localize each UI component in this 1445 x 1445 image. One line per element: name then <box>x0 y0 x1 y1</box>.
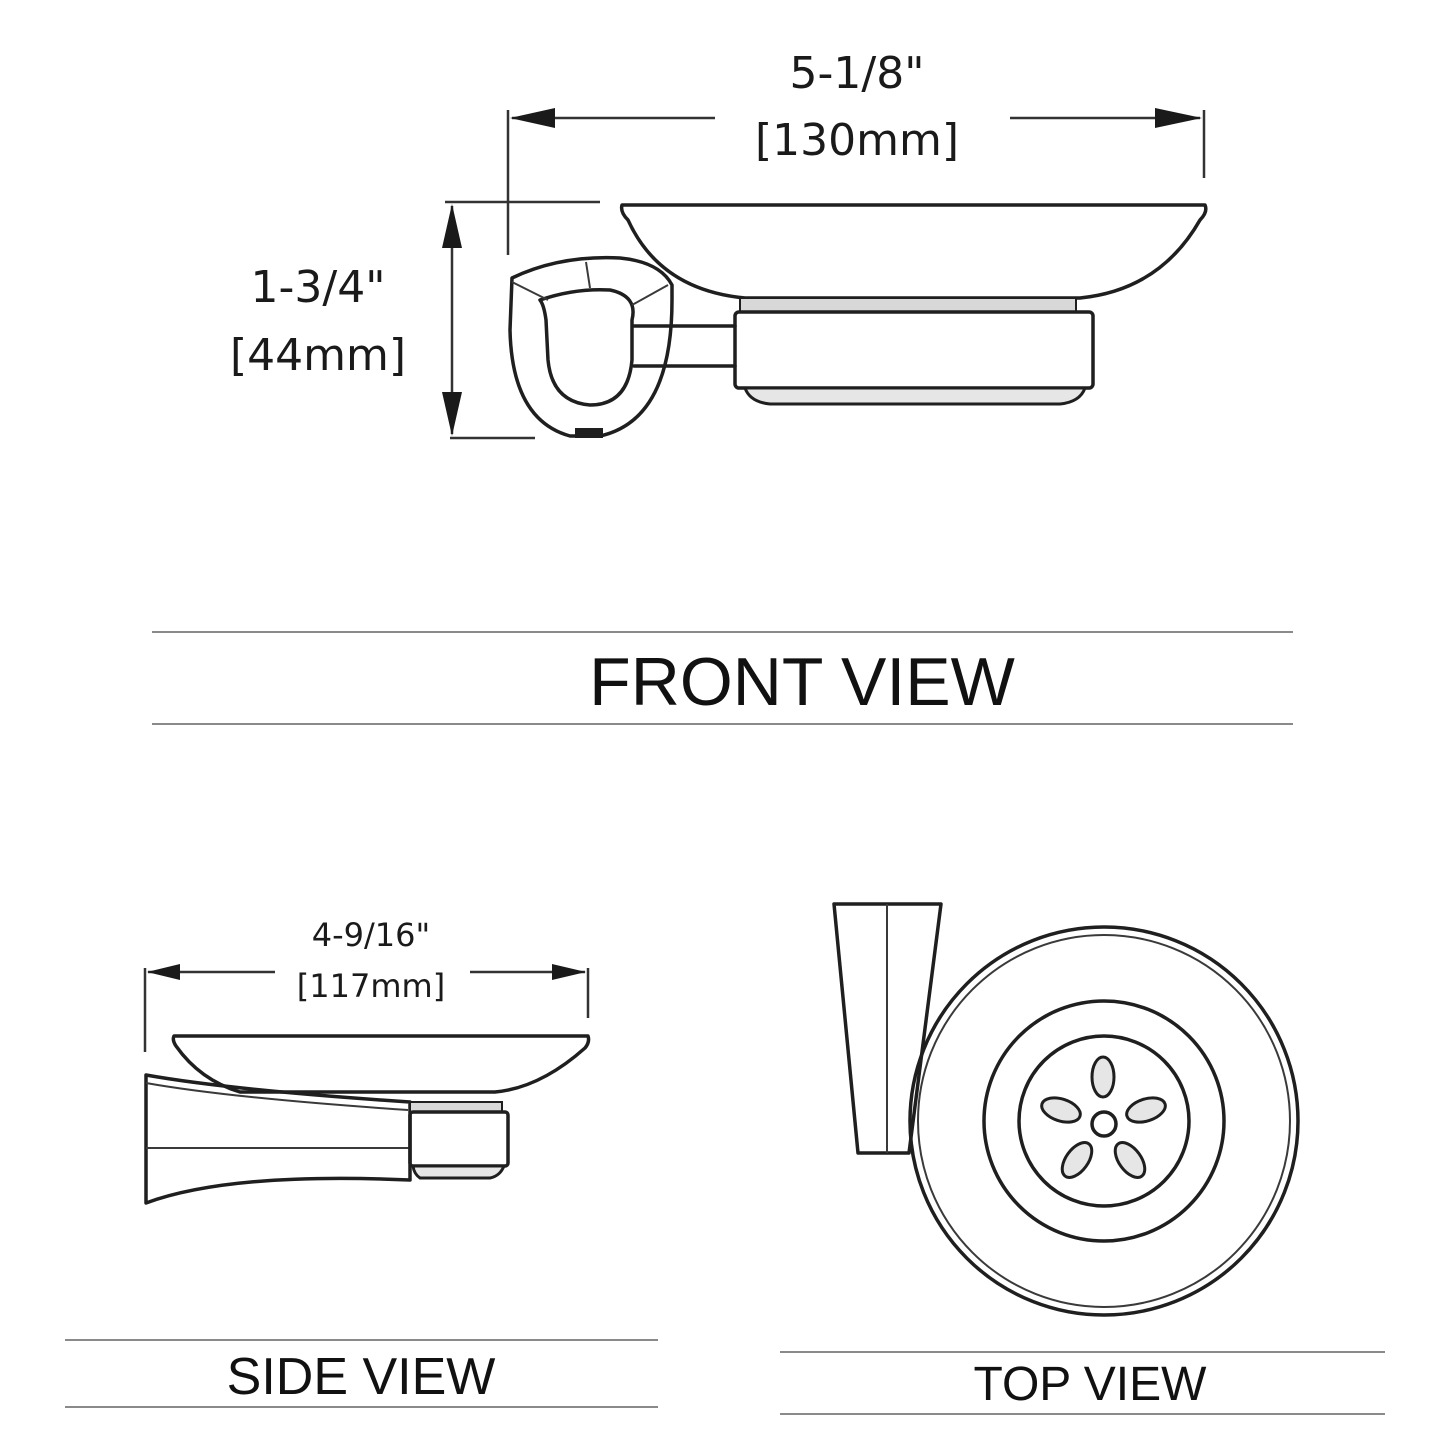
side-bracket-highlight <box>145 1082 409 1111</box>
front-width-arrow-right <box>1155 108 1202 128</box>
bracket-facet-2 <box>585 261 591 289</box>
front-width-mm: [130mm] <box>755 115 959 166</box>
top-drain-slots <box>1040 1055 1167 1179</box>
drain-slot-bottom-right <box>1113 1141 1147 1179</box>
front-view-label: FRONT VIEW <box>589 644 1015 720</box>
front-width-dimension: 5-1/8" [130mm] <box>506 48 1206 255</box>
drain-slot-left <box>1040 1096 1082 1124</box>
bracket-facet-3 <box>631 284 669 306</box>
top-dish-inner-rim <box>917 934 1291 1308</box>
side-holder-bottom-plate <box>411 1164 507 1180</box>
side-wall-bracket <box>144 1073 412 1205</box>
bracket-facet-1 <box>511 281 549 301</box>
front-height-mm: [44mm] <box>230 330 406 381</box>
front-view-label-block: FRONT VIEW <box>152 631 1293 725</box>
drain-slot-bottom-left <box>1060 1141 1094 1179</box>
side-width-inches: 4-9/16" <box>312 916 430 954</box>
holder-top-band <box>739 297 1077 313</box>
top-drain-center-hole <box>1090 1110 1118 1138</box>
top-view-label-block: TOP VIEW <box>780 1351 1385 1415</box>
front-width-arrow-left <box>510 108 555 128</box>
bracket-outer <box>508 255 674 438</box>
holder-bottom-plate <box>742 386 1088 406</box>
front-dish-bowl <box>619 203 1208 300</box>
drain-slot-top <box>1090 1055 1116 1099</box>
side-width-mm: [117mm] <box>297 967 445 1005</box>
top-wall-bracket <box>832 902 943 1155</box>
front-width-inches: 5-1/8" <box>790 48 925 99</box>
side-width-arrow-left <box>147 964 180 980</box>
front-height-dimension: 1-3/4" [44mm] <box>230 200 600 440</box>
front-height-inches: 1-3/4" <box>251 262 386 313</box>
side-view-label-block: SIDE VIEW <box>65 1339 658 1408</box>
front-height-arrow-bottom <box>442 392 462 436</box>
side-view-label: SIDE VIEW <box>227 1348 496 1406</box>
front-view-drawing: 5-1/8" [130mm] 1-3/4" [44mm] <box>230 48 1208 440</box>
top-view-drawing <box>832 902 1300 1317</box>
holder-body <box>733 310 1095 390</box>
front-holder-base <box>733 297 1095 406</box>
bracket-inner <box>538 287 635 407</box>
drain-slot-right <box>1125 1096 1167 1124</box>
front-arm <box>632 324 737 368</box>
side-bracket-outline <box>144 1073 412 1205</box>
front-height-arrow-top <box>442 204 462 248</box>
top-dish-outer-rim <box>908 925 1300 1317</box>
top-view-label: TOP VIEW <box>974 1358 1208 1411</box>
front-wall-bracket <box>508 255 674 438</box>
side-width-arrow-right <box>552 964 586 980</box>
side-holder-body <box>408 1110 510 1168</box>
top-drain-ring <box>1017 1034 1191 1208</box>
side-holder <box>408 1101 510 1180</box>
bracket-screw <box>575 428 603 438</box>
top-bracket-outline <box>832 902 943 1155</box>
side-dish-bowl <box>171 1034 591 1094</box>
side-view-drawing: 4-9/16" [117mm] <box>143 916 591 1205</box>
side-width-dimension: 4-9/16" [117mm] <box>143 916 590 1052</box>
top-dish-basin <box>982 999 1226 1243</box>
